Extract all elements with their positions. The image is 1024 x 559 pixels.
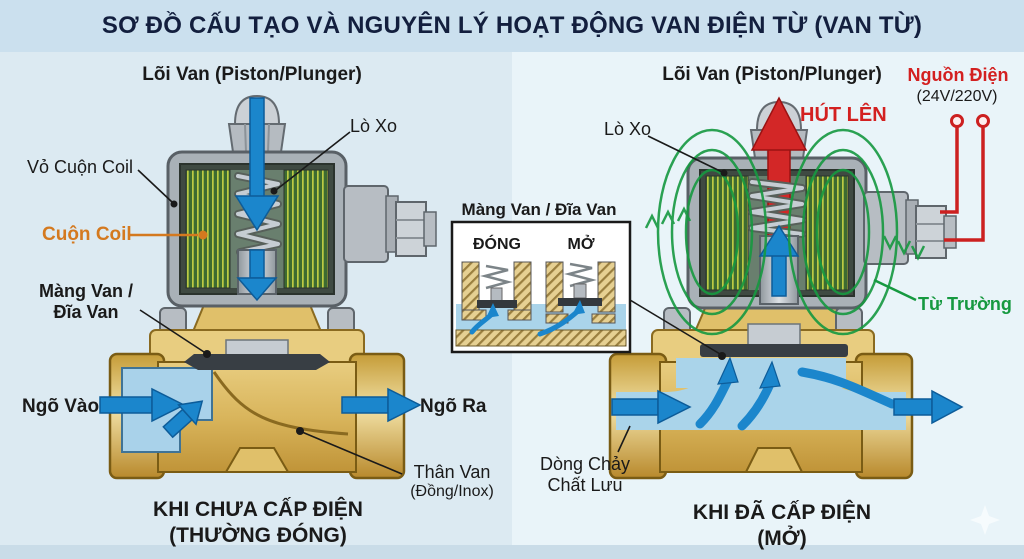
bottom-strip	[0, 545, 1024, 559]
power-voltage-label: (24V/220V)	[916, 88, 998, 105]
right-spring-label: Lò Xo	[604, 119, 652, 139]
title-bar: SƠ ĐỒ CẤU TẠO VÀ NGUYÊN LÝ HOẠT ĐỘNG VAN…	[0, 0, 1024, 52]
pull-up-label: HÚT LÊN	[800, 104, 887, 126]
coil-label: Cuộn Coil	[42, 224, 132, 245]
inset-title: Màng Van / Đĩa Van	[461, 200, 617, 219]
left-diaphragm-label: Màng Van / Đĩa Van	[38, 281, 134, 322]
fluid-flow-label: Dòng Chảy Chất Lưu	[539, 454, 631, 495]
right-plunger-label: Lõi Van (Piston/Plunger)	[662, 64, 882, 85]
inset-closed-label: ĐÓNG	[473, 236, 521, 253]
power-label: Nguồn Điện	[907, 65, 1009, 85]
inlet-label: Ngõ Vào	[22, 396, 100, 417]
outlet-label: Ngõ Ra	[420, 396, 487, 417]
coil-cover-label: Vỏ Cuộn Coil	[27, 157, 134, 177]
magnetic-field-label: Từ Trường	[918, 294, 1012, 314]
left-spring-label: Lò Xo	[350, 116, 398, 136]
inset-open-label: MỞ	[567, 236, 595, 253]
right-caption: KHI ĐÃ CẤP ĐIỆN (MỞ)	[692, 501, 872, 551]
valve-body-label: Thân Van (Đồng/Inox)	[410, 462, 494, 500]
page-title: SƠ ĐỒ CẤU TẠO VÀ NGUYÊN LÝ HOẠT ĐỘNG VAN…	[101, 12, 923, 39]
left-plunger-label: Lõi Van (Piston/Plunger)	[142, 64, 362, 85]
left-caption: KHI CHƯA CẤP ĐIỆN (THƯỜNG ĐÓNG)	[153, 498, 363, 548]
